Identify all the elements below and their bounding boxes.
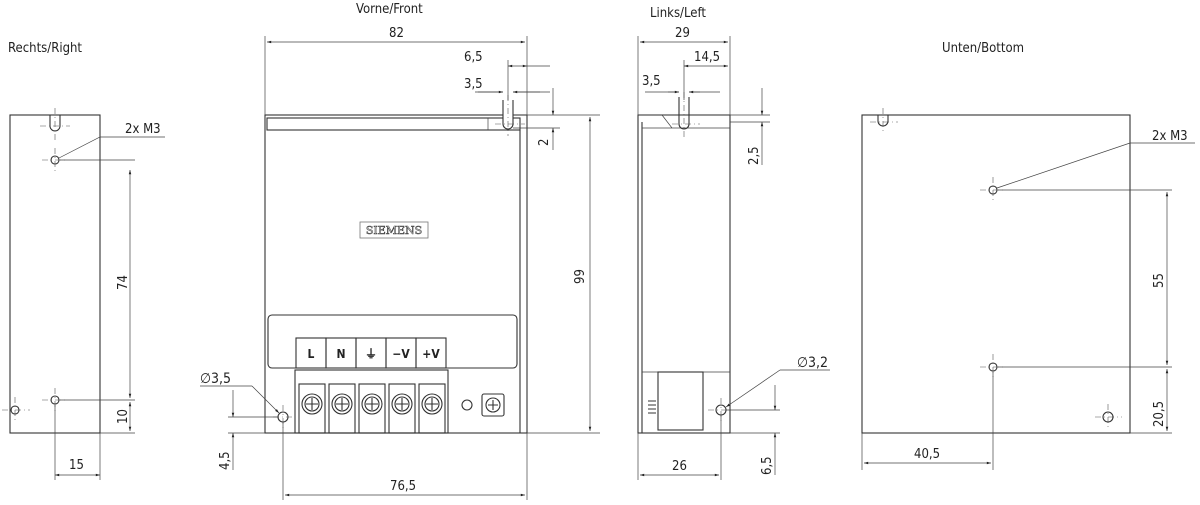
bottom-view-title: Unten/Bottom — [942, 41, 1024, 56]
terminal-screw-icon — [328, 383, 356, 434]
front-view-title: Vorne/Front — [356, 2, 423, 17]
dim-2-5: 2,5 — [747, 146, 762, 165]
led-indicator — [461, 399, 473, 411]
right-view: Rechts/Right 2x M3 74 10 15 — [2, 41, 165, 480]
dim-14-5: 14,5 — [694, 50, 720, 65]
dim-29: 29 — [675, 26, 690, 41]
dim-3-5: 3,5 — [642, 74, 661, 89]
dim-74: 74 — [116, 275, 131, 290]
siemens-logo-text: SIEMENS — [366, 224, 422, 237]
hole-diameter-label: ∅3,2 — [797, 355, 828, 371]
hole-diameter-label: ∅3,5 — [200, 371, 231, 387]
terminal-label: ⏚ — [365, 347, 377, 361]
terminal-screw-icon — [358, 383, 386, 434]
dim-82: 82 — [389, 26, 404, 41]
terminal-label: −V — [392, 347, 410, 361]
dim-26: 26 — [672, 459, 687, 474]
terminal-screw-icon — [298, 383, 326, 434]
dim-6-5: 6,5 — [760, 456, 775, 475]
dim-3-5: 3,5 — [464, 77, 483, 92]
terminal-label: +V — [422, 347, 440, 361]
dim-76-5: 76,5 — [390, 479, 416, 494]
dim-15: 15 — [69, 458, 84, 473]
dim-20-5: 20,5 — [1152, 401, 1167, 427]
dim-6-5: 6,5 — [464, 50, 483, 65]
siemens-logo — [359, 221, 429, 239]
right-view-title: Rechts/Right — [8, 41, 82, 56]
dim-99: 99 — [573, 269, 588, 284]
left-view-title: Links/Left — [650, 6, 706, 21]
dim-2: 2 — [537, 139, 552, 146]
terminal-screw-icon — [388, 383, 416, 434]
connector — [657, 371, 704, 431]
dim-55: 55 — [1152, 273, 1167, 288]
left-view: Links/Left 29 14,5 3,5 2,5 ∅3,2 26 6,5 — [637, 6, 830, 480]
mounting-hole — [988, 185, 998, 195]
terminal-label: L — [308, 347, 315, 361]
voltage-potentiometer — [481, 393, 505, 417]
thread-label: 2x M3 — [125, 122, 161, 137]
bottom-view: Unten/Bottom 2x M3 55 20,5 40,5 — [861, 41, 1195, 470]
dim-4-5: 4,5 — [218, 451, 233, 470]
terminal-screw-icon — [418, 383, 446, 434]
terminal-label-box — [415, 337, 447, 369]
terminal-label: N — [336, 347, 345, 361]
dim-40-5: 40,5 — [914, 447, 940, 462]
thread-label: 2x M3 — [1152, 129, 1188, 144]
dim-10: 10 — [116, 409, 131, 424]
front-view: Vorne/Front SIEMENS L N ⏚ −V +V 82 6,5 3,5 2… — [200, 2, 600, 500]
